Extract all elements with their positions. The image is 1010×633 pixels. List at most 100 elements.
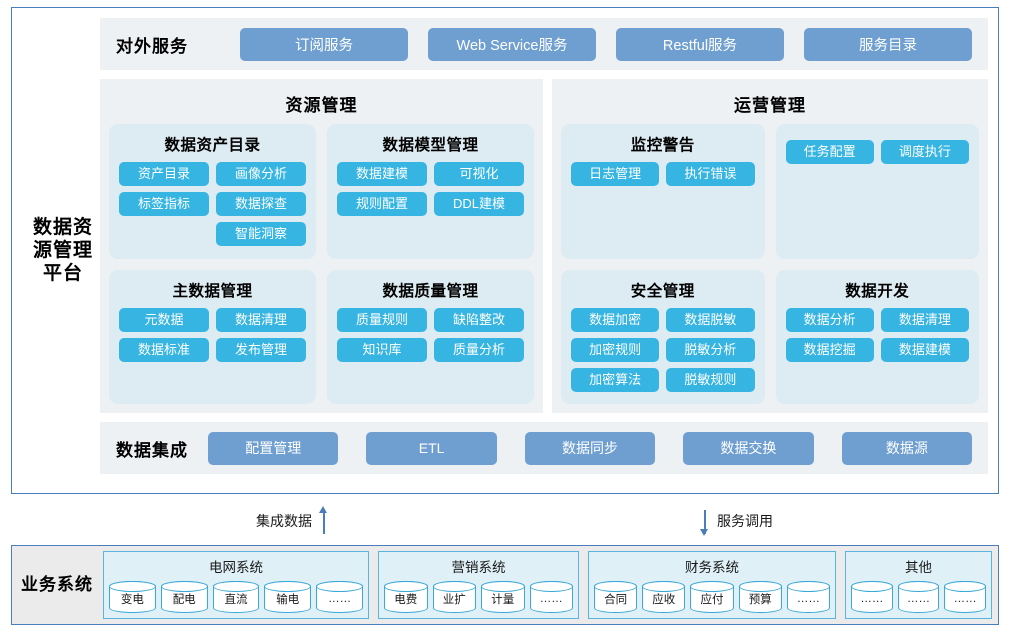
business-group-title-finance: 财务系统: [685, 560, 739, 575]
cylinder-label: 应收: [652, 594, 676, 606]
database-cylinder-more-finance[interactable]: ……: [786, 580, 831, 613]
integration-button-etl[interactable]: ETL: [366, 431, 497, 465]
tag-intelligent-insight[interactable]: 智能洞察: [216, 222, 306, 246]
tag-data-mining[interactable]: 数据挖掘: [785, 337, 874, 362]
data-integration-title: 数据集成: [116, 440, 188, 460]
tag-asset-catalog[interactable]: 资产目录: [119, 162, 209, 186]
tag-data-analysis[interactable]: 数据分析: [785, 307, 874, 332]
database-cylinder-other-1[interactable]: ……: [851, 580, 893, 613]
card-monitoring-alert: 监控警告 日志管理 执行错误: [561, 124, 765, 259]
cylinder-label: ……: [860, 593, 884, 605]
integration-button-data-exchange[interactable]: 数据交换: [683, 431, 814, 465]
service-button-restful[interactable]: Restful服务: [616, 27, 784, 61]
tag-data-modeling-dev[interactable]: 数据建模: [880, 337, 969, 362]
connector-band: 集成数据 服务调用: [11, 494, 999, 544]
card-title-monitoring-alert: 监控警告: [630, 137, 695, 154]
database-cylinder-metering[interactable]: 计量: [481, 580, 525, 613]
management-columns: 资源管理 数据资产目录 资产目录 画像分析 标签指标 数据探查: [100, 79, 988, 413]
database-cylinder-payable[interactable]: 应付: [690, 580, 734, 613]
tag-publish-management[interactable]: 发布管理: [216, 337, 306, 362]
tag-desensitization-rule[interactable]: 脱敏规则: [666, 367, 755, 392]
database-cylinder-other-2[interactable]: ……: [897, 580, 940, 613]
card-security-management: 安全管理 数据加密 数据脱敏 加密规则 脱敏分析 加密算法 脱敏规则: [561, 269, 765, 404]
tag-visualization[interactable]: 可视化: [434, 162, 524, 186]
data-integration-buttons: 配置管理 ETL 数据同步 数据交换 数据源: [208, 431, 976, 465]
service-button-webservice[interactable]: Web Service服务: [428, 27, 596, 61]
card-data-quality-management: 数据质量管理 质量规则 缺陷整改 知识库 质量分析: [327, 269, 534, 404]
tag-label-metrics[interactable]: 标签指标: [119, 192, 209, 216]
tag-knowledge-base[interactable]: 知识库: [337, 337, 427, 362]
arrow-down-icon: [698, 506, 712, 536]
tag-portrait-analysis[interactable]: 画像分析: [216, 162, 306, 186]
database-cylinder-business-expansion[interactable]: 业扩: [432, 580, 476, 613]
cylinder-label: 输电: [276, 594, 300, 606]
tag-data-standard[interactable]: 数据标准: [119, 337, 209, 362]
platform-side-label-text: 数据资源管理平台: [32, 216, 93, 285]
integration-button-data-sync[interactable]: 数据同步: [524, 431, 656, 465]
integration-button-data-source[interactable]: 数据源: [841, 431, 973, 465]
tag-encryption-algorithm[interactable]: 加密算法: [571, 367, 660, 392]
card-title-data-quality-management: 数据质量管理: [382, 282, 479, 300]
business-systems-panel: 业务系统 电网系统 变电 配电 直流 输电 …… 营销系统 电费 业扩 计量: [11, 545, 999, 625]
database-cylinder-other-3[interactable]: ……: [944, 580, 987, 613]
tag-metadata[interactable]: 元数据: [119, 307, 209, 332]
database-cylinder-budget[interactable]: 预算: [738, 580, 783, 613]
card-data-asset-catalog: 数据资产目录 资产目录 画像分析 标签指标 数据探查 智能洞察: [109, 124, 316, 259]
tag-quality-rule[interactable]: 质量规则: [337, 307, 427, 332]
tag-data-exploration[interactable]: 数据探查: [216, 192, 306, 216]
connector-service-invoke: 服务调用: [698, 506, 773, 536]
tag-quality-analysis[interactable]: 质量分析: [434, 337, 524, 362]
tag-placeholder: [119, 222, 209, 246]
arrow-up-icon: [317, 506, 331, 536]
business-group-title-marketing: 营销系统: [451, 560, 506, 575]
cylinder-label: ……: [953, 593, 977, 605]
external-services-title: 对外服务: [116, 36, 188, 56]
card-master-data-management: 主数据管理 元数据 数据清理 数据标准 发布管理: [109, 269, 316, 404]
cylinder-label: 直流: [224, 594, 248, 606]
business-group-other: 其他 …… …… ……: [845, 551, 992, 619]
cylinder-label: ……: [328, 593, 352, 605]
database-cylinder-more-marketing[interactable]: ……: [529, 580, 573, 613]
database-cylinder-electricity-fee[interactable]: 电费: [384, 580, 428, 613]
tag-task-configuration[interactable]: 任务配置: [785, 140, 874, 164]
tag-ddl-modeling[interactable]: DDL建模: [434, 192, 524, 216]
tag-data-cleaning-dev[interactable]: 数据清理: [880, 307, 969, 332]
integration-button-config-management[interactable]: 配置管理: [208, 431, 339, 465]
service-button-catalog[interactable]: 服务目录: [804, 27, 972, 61]
tag-defect-rectification[interactable]: 缺陷整改: [434, 307, 524, 332]
database-cylinder-contract[interactable]: 合同: [594, 580, 638, 613]
database-cylinder-substation[interactable]: 变电: [109, 580, 156, 613]
business-group-title-other: 其他: [905, 560, 932, 575]
cylinder-label: 电费: [394, 594, 418, 606]
cylinder-label: 业扩: [442, 594, 466, 606]
cylinder-label: 应付: [700, 594, 724, 606]
database-cylinder-more-grid[interactable]: ……: [316, 580, 363, 613]
connector-integrate-data: 集成数据: [256, 506, 331, 536]
database-cylinder-distribution[interactable]: 配电: [160, 580, 208, 613]
external-services-band: 对外服务 订阅服务 Web Service服务 Restful服务 服务目录: [100, 18, 988, 70]
operation-management-column: 运营管理 监控警告 日志管理 执行错误 安全管理: [552, 79, 988, 413]
tag-data-encryption[interactable]: 数据加密: [571, 307, 660, 332]
data-resource-platform-panel: 数据资源管理平台 对外服务 订阅服务 Web Service服务 Restful…: [11, 7, 999, 494]
business-systems-label: 业务系统: [21, 575, 93, 595]
connector-label-service-invoke: 服务调用: [717, 513, 773, 529]
database-cylinder-dc[interactable]: 直流: [212, 580, 260, 613]
tag-data-modeling[interactable]: 数据建模: [337, 162, 427, 186]
tag-encryption-rule[interactable]: 加密规则: [571, 337, 660, 362]
tag-data-desensitization[interactable]: 数据脱敏: [666, 307, 755, 332]
tag-schedule-execution[interactable]: 调度执行: [880, 140, 969, 164]
tag-execution-error[interactable]: 执行错误: [666, 162, 755, 186]
cylinder-label: ……: [907, 593, 930, 605]
database-cylinder-receivable[interactable]: 应收: [642, 580, 686, 613]
card-title-data-asset-catalog: 数据资产目录: [164, 137, 261, 154]
database-cylinder-transmission[interactable]: 输电: [264, 580, 312, 613]
tag-desensitization-analysis[interactable]: 脱敏分析: [666, 337, 755, 362]
tag-rule-configuration[interactable]: 规则配置: [337, 192, 427, 216]
external-services-buttons: 订阅服务 Web Service服务 Restful服务 服务目录: [240, 27, 976, 61]
platform-side-label: 数据资源管理平台: [26, 8, 100, 493]
cylinder-label: 变电: [120, 594, 144, 606]
tag-log-management[interactable]: 日志管理: [571, 162, 660, 186]
tag-data-cleaning[interactable]: 数据清理: [216, 307, 306, 332]
service-button-subscription[interactable]: 订阅服务: [240, 27, 408, 61]
